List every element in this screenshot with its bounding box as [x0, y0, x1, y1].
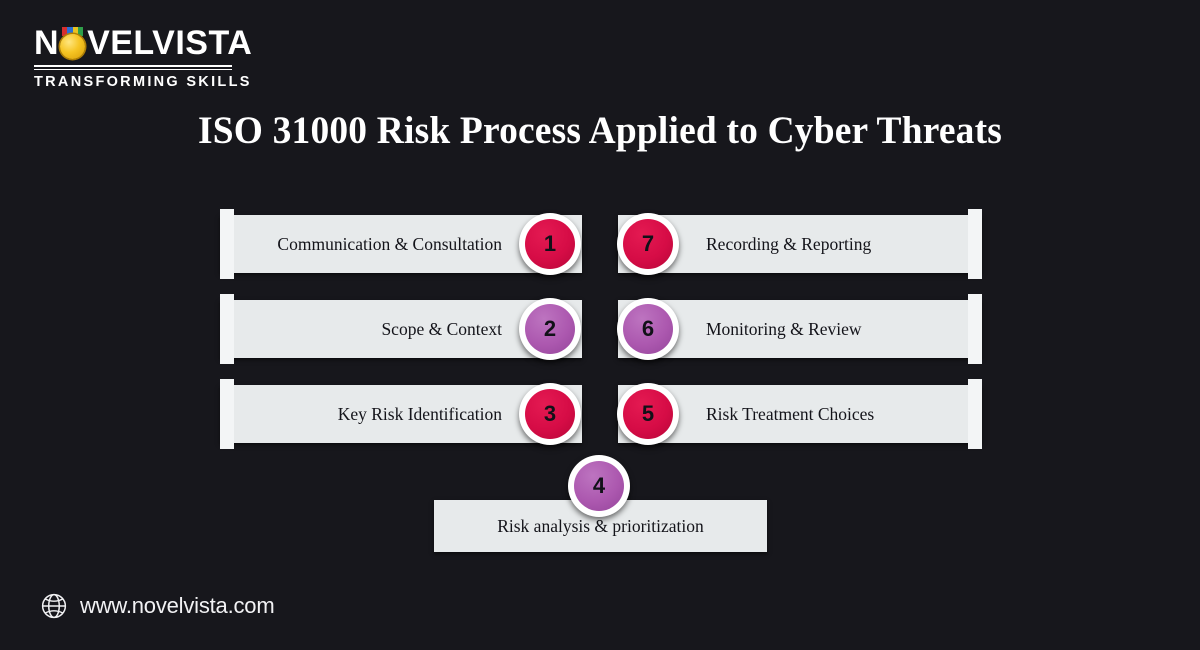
process-row-3: Key Risk Identification 3 Risk Treatment…	[0, 379, 1200, 455]
step-label: Key Risk Identification	[337, 404, 502, 424]
step-number: 4	[574, 461, 624, 511]
gold-medal-icon	[58, 27, 88, 59]
step-number-badge-2[interactable]: 2	[519, 298, 581, 360]
step-number: 1	[525, 219, 575, 269]
step-number-badge-5[interactable]: 5	[617, 383, 679, 445]
step-number-badge-6[interactable]: 6	[617, 298, 679, 360]
step-label: Risk analysis & prioritization	[497, 516, 704, 536]
step-number: 5	[623, 389, 673, 439]
brand-name-part2: VELVISTA	[87, 24, 253, 62]
step-number-badge-1[interactable]: 1	[519, 213, 581, 275]
step-label: Risk Treatment Choices	[706, 404, 875, 424]
ribbon-tab-right	[968, 294, 982, 364]
medal-disc	[60, 34, 86, 59]
ribbon-tab-left	[220, 294, 234, 364]
step-number-badge-7[interactable]: 7	[617, 213, 679, 275]
footer: www.novelvista.com	[40, 592, 275, 620]
step-number-badge-4[interactable]: 4	[568, 455, 630, 517]
step-label: Monitoring & Review	[706, 319, 862, 339]
brand-wordmark: N VELVISTA	[34, 26, 274, 60]
process-diagram: Communication & Consultation 1 Recording…	[0, 200, 1200, 570]
ribbon-tab-left	[220, 379, 234, 449]
brand-name-part1: N	[34, 24, 60, 62]
process-row-1: Communication & Consultation 1 Recording…	[0, 209, 1200, 285]
step-number-badge-3[interactable]: 3	[519, 383, 581, 445]
step-label: Recording & Reporting	[706, 234, 872, 254]
step-card-left-3[interactable]: Key Risk Identification	[220, 379, 582, 449]
step-number: 3	[525, 389, 575, 439]
step-label: Communication & Consultation	[277, 234, 502, 254]
process-row-2: Scope & Context 2 Monitoring & Review 6	[0, 294, 1200, 370]
step-card-right-6[interactable]: Monitoring & Review	[618, 294, 982, 364]
brand-divider	[34, 65, 232, 70]
medal-ribbon	[62, 27, 84, 36]
ribbon-tab-right	[968, 379, 982, 449]
ribbon-tab-right	[968, 209, 982, 279]
brand-logo: N VELVISTA TRANSFORMING SKILLS	[34, 26, 274, 90]
footer-url: www.novelvista.com	[80, 593, 275, 618]
globe-icon	[40, 592, 68, 620]
ribbon-tab-left	[220, 209, 234, 279]
step-number: 6	[623, 304, 673, 354]
step-number: 7	[623, 219, 673, 269]
page-title: ISO 31000 Risk Process Applied to Cyber …	[197, 109, 1003, 152]
brand-tagline: TRANSFORMING SKILLS	[34, 74, 252, 90]
step-card-right-7[interactable]: Recording & Reporting	[618, 209, 982, 279]
process-center-item: Risk analysis & prioritization 4	[0, 455, 1200, 565]
step-card-center-4[interactable]: Risk analysis & prioritization	[434, 500, 767, 552]
step-number: 2	[525, 304, 575, 354]
step-label: Scope & Context	[381, 319, 502, 339]
